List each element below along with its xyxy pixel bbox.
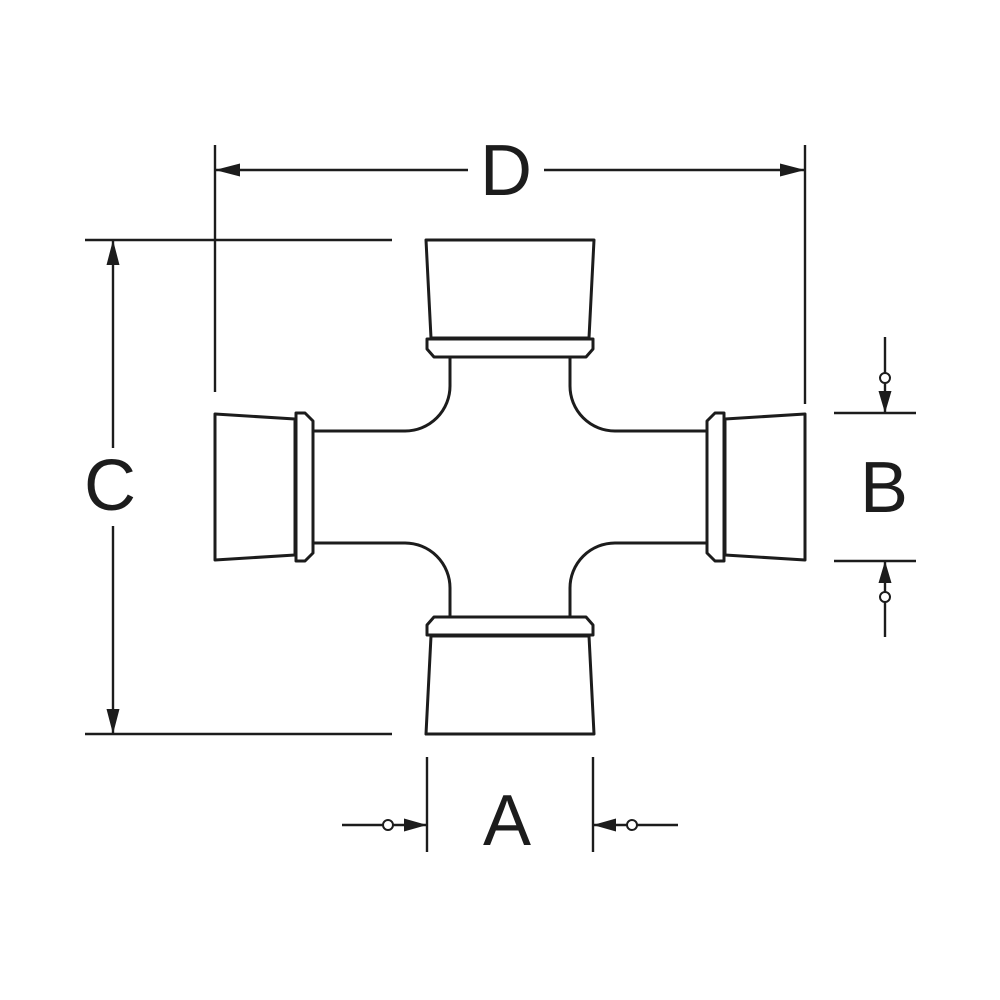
dimension-a: A bbox=[342, 757, 678, 861]
right-cap bbox=[723, 412, 807, 562]
dimension-c-extension-lines bbox=[85, 238, 392, 736]
dimension-b: B bbox=[834, 337, 916, 637]
dimension-d: D bbox=[213, 131, 807, 404]
dim-label-c: C bbox=[84, 446, 136, 526]
top-cap-flange bbox=[425, 337, 595, 359]
dimension-b-extension-lines bbox=[834, 411, 916, 563]
left-cap bbox=[213, 412, 297, 562]
u-joint-cross bbox=[213, 238, 807, 736]
dimension-a-left-dot bbox=[382, 819, 394, 831]
cross-body bbox=[311, 355, 709, 619]
top-cap bbox=[424, 238, 596, 340]
bottom-cap bbox=[424, 634, 596, 736]
dim-label-a: A bbox=[483, 781, 531, 861]
dimension-a-extension-lines bbox=[425, 757, 595, 852]
dim-label-d: D bbox=[480, 131, 532, 211]
dimension-d-extension-lines bbox=[213, 145, 807, 404]
left-cap-flange bbox=[294, 411, 315, 563]
dimension-a-right-dot bbox=[626, 819, 638, 831]
dim-label-b: B bbox=[860, 448, 908, 528]
dimension-b-upper-dot bbox=[879, 372, 891, 384]
right-cap-flange bbox=[705, 411, 726, 563]
dimension-c: C bbox=[84, 238, 392, 736]
bottom-cap-flange bbox=[425, 615, 595, 637]
dimension-b-lower-dot bbox=[879, 591, 891, 603]
